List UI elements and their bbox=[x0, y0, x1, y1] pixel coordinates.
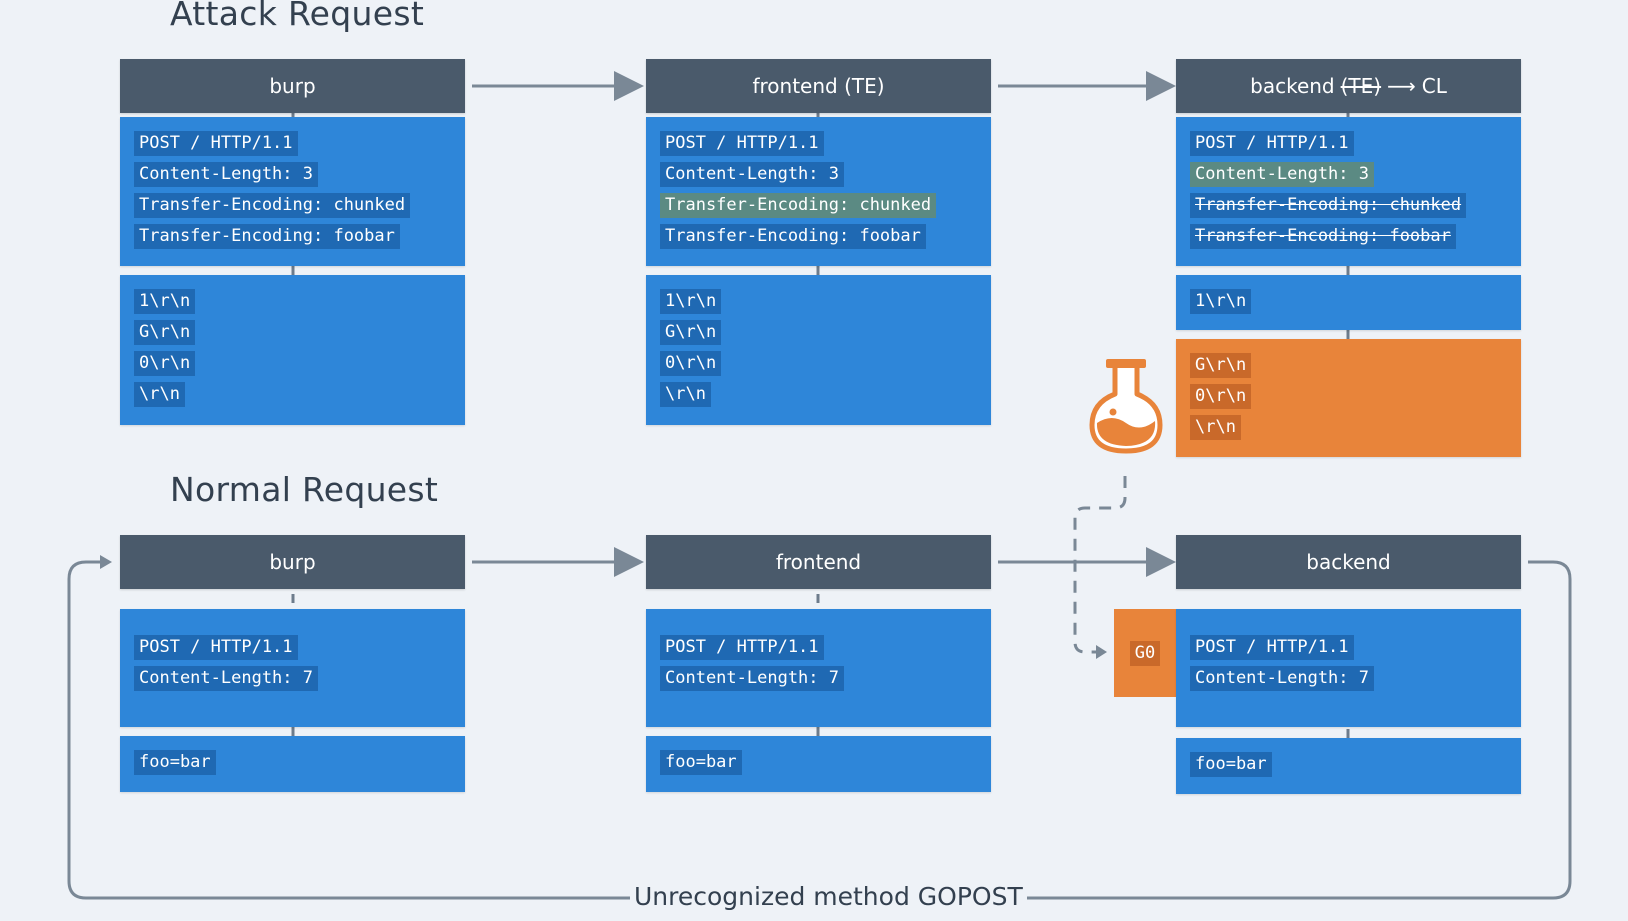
header-line: Content-Length: 7 bbox=[134, 666, 318, 691]
smuggle-dashed-path bbox=[1073, 476, 1127, 654]
attack-section-title: Attack Request bbox=[170, 0, 425, 33]
normal-burp-label: burp bbox=[269, 550, 316, 574]
body-line: G\r\n bbox=[660, 320, 722, 345]
attack-backend-label: backend bbox=[1250, 74, 1335, 98]
body-line: \r\n bbox=[134, 382, 185, 407]
highlighted-header-line: Transfer-Encoding: chunked bbox=[660, 193, 937, 218]
body-line: 0\r\n bbox=[134, 351, 196, 376]
header-line: POST / HTTP/1.1 bbox=[134, 131, 298, 156]
leftover-line: \r\n bbox=[1190, 415, 1241, 440]
smuggled-prefix-box: G0 bbox=[1114, 609, 1176, 697]
normal-section-title: Normal Request bbox=[170, 470, 439, 509]
header-line: Transfer-Encoding: foobar bbox=[134, 224, 400, 249]
smuggle-dashed-arrowhead bbox=[1096, 645, 1107, 659]
header-line: Content-Length: 7 bbox=[1190, 666, 1374, 691]
struck-header-line: Transfer-Encoding: chunked bbox=[1190, 193, 1467, 218]
attack-burp-body-box: 1\r\n G\r\n 0\r\n \r\n bbox=[120, 275, 465, 425]
smuggled-prefix: G0 bbox=[1129, 640, 1161, 666]
attack-burp-header: burp bbox=[120, 59, 465, 113]
normal-burp-body-box: foo=bar bbox=[120, 736, 465, 792]
smuggled-leftover-box: G\r\n 0\r\n \r\n bbox=[1176, 339, 1521, 457]
header-line: Content-Length: 3 bbox=[660, 162, 844, 187]
body-line: foo=bar bbox=[134, 750, 216, 775]
body-line: 1\r\n bbox=[134, 289, 196, 314]
attack-backend-headers-box: POST / HTTP/1.1 Content-Length: 3 Transf… bbox=[1176, 117, 1521, 266]
struck-header-line: Transfer-Encoding: foobar bbox=[1190, 224, 1456, 249]
normal-backend-label: backend bbox=[1306, 550, 1391, 574]
header-line: Transfer-Encoding: chunked bbox=[134, 193, 411, 218]
body-line: 0\r\n bbox=[660, 351, 722, 376]
normal-frontend-body-box: foo=bar bbox=[646, 736, 991, 792]
normal-burp-header: burp bbox=[120, 535, 465, 589]
vertical-connectors bbox=[291, 112, 1350, 738]
attack-burp-label: burp bbox=[269, 74, 316, 98]
attack-backend-body-box: 1\r\n bbox=[1176, 275, 1521, 330]
attack-backend-arrow: ⟶ bbox=[1387, 74, 1416, 98]
loop-back-arrowhead bbox=[100, 555, 112, 569]
normal-backend-body-box: foo=bar bbox=[1176, 738, 1521, 794]
attack-backend-header: backend (TE) ⟶ CL bbox=[1176, 59, 1521, 113]
normal-frontend-label: frontend bbox=[775, 550, 862, 574]
attack-frontend-header: frontend (TE) bbox=[646, 59, 991, 113]
body-line: 1\r\n bbox=[1190, 289, 1252, 314]
header-line: POST / HTTP/1.1 bbox=[1190, 635, 1354, 660]
body-line: \r\n bbox=[660, 382, 711, 407]
body-line: foo=bar bbox=[1190, 752, 1272, 777]
header-line: Content-Length: 3 bbox=[134, 162, 318, 187]
header-line: POST / HTTP/1.1 bbox=[1190, 131, 1354, 156]
normal-frontend-headers-box: POST / HTTP/1.1 Content-Length: 7 bbox=[646, 609, 991, 727]
highlighted-header-line: Content-Length: 3 bbox=[1190, 162, 1374, 187]
leftover-line: 0\r\n bbox=[1190, 384, 1252, 409]
attack-frontend-body-box: 1\r\n G\r\n 0\r\n \r\n bbox=[646, 275, 991, 425]
body-line: foo=bar bbox=[660, 750, 742, 775]
header-line: Content-Length: 7 bbox=[660, 666, 844, 691]
attack-frontend-headers-box: POST / HTTP/1.1 Content-Length: 3 Transf… bbox=[646, 117, 991, 266]
header-line: Transfer-Encoding: foobar bbox=[660, 224, 926, 249]
normal-backend-header: backend bbox=[1176, 535, 1521, 589]
flask-icon bbox=[1089, 359, 1163, 454]
attack-burp-headers-box: POST / HTTP/1.1 Content-Length: 3 Transf… bbox=[120, 117, 465, 266]
normal-backend-headers-box: POST / HTTP/1.1 Content-Length: 7 bbox=[1176, 609, 1521, 727]
body-line: G\r\n bbox=[134, 320, 196, 345]
loop-back-label: Unrecognized method GOPOST bbox=[630, 882, 1027, 911]
normal-burp-headers-box: POST / HTTP/1.1 Content-Length: 7 bbox=[120, 609, 465, 727]
normal-frontend-header: frontend bbox=[646, 535, 991, 589]
header-line: POST / HTTP/1.1 bbox=[660, 131, 824, 156]
header-line: POST / HTTP/1.1 bbox=[660, 635, 824, 660]
leftover-line: G\r\n bbox=[1190, 353, 1252, 378]
attack-backend-struck-label: (TE) bbox=[1340, 74, 1382, 98]
attack-backend-cl-label: CL bbox=[1421, 74, 1447, 98]
attack-frontend-label: frontend (TE) bbox=[752, 74, 885, 98]
header-line: POST / HTTP/1.1 bbox=[134, 635, 298, 660]
body-line: 1\r\n bbox=[660, 289, 722, 314]
